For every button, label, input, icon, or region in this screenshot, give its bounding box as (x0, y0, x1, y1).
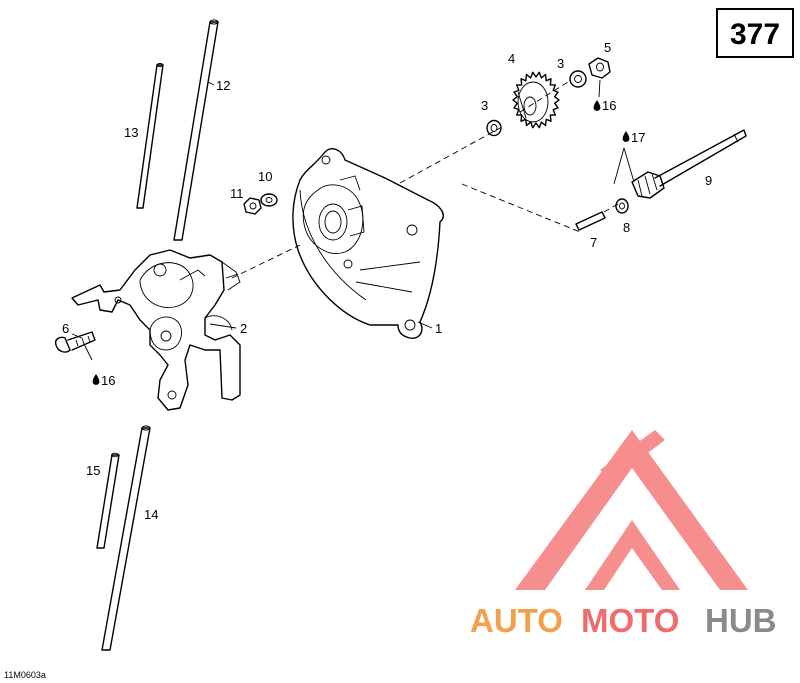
callout-15: 15 (86, 463, 100, 478)
part-2-oil-pump (71, 249, 241, 411)
callout-11: 11 (230, 186, 244, 201)
oil-drop-icon (92, 374, 100, 385)
callout-12: 12 (216, 78, 230, 93)
watermark-wordmark: AUTO MOTO HUB (470, 602, 777, 639)
callout-6: 6 (62, 321, 69, 336)
callout-5: 5 (604, 40, 611, 55)
lubricant-drop-16a: 16 (593, 98, 616, 113)
part-1-cover-plate (292, 148, 444, 339)
part-15-tube (96, 452, 120, 549)
lubricant-drop-17: 17 (622, 130, 645, 145)
reference-code: 11M0603a (4, 670, 46, 680)
callout-9: 9 (705, 173, 712, 188)
part-8-washer (615, 198, 629, 214)
part-14-tube (101, 425, 151, 651)
lubricant-drop-16b: 16 (92, 373, 115, 388)
callout-13: 13 (124, 125, 138, 140)
lube-label-16b: 16 (101, 373, 115, 388)
callout-14: 14 (144, 507, 158, 522)
callout-7: 7 (590, 235, 597, 250)
part-9-shaft (631, 129, 747, 199)
assembly-guide-lines (231, 81, 619, 279)
callout-1: 1 (435, 321, 442, 336)
callout-10: 10 (258, 169, 272, 184)
watermark-hub: HUB (705, 602, 777, 639)
part-5-nut (588, 57, 611, 79)
watermark-triangle-outer (515, 430, 748, 590)
part-7-pin (575, 211, 606, 231)
callout-3b: 3 (557, 56, 564, 71)
page-number-box (716, 8, 794, 58)
oil-drop-icon (593, 100, 601, 111)
part-3-washer-b (569, 70, 587, 88)
watermark-moto: MOTO (581, 602, 679, 639)
part-13-tube (136, 63, 164, 209)
leader-lines (71, 79, 635, 361)
part-3-washer-a (486, 119, 502, 137)
callout-4: 4 (508, 51, 515, 66)
watermark-stroke (600, 430, 665, 480)
oil-drop-icon (622, 131, 630, 142)
lube-label-16a: 16 (602, 98, 616, 113)
part-12-tube (173, 19, 219, 241)
callout-8: 8 (623, 220, 630, 235)
callout-2: 2 (240, 321, 247, 336)
watermark-logo (515, 430, 748, 590)
watermark-auto: AUTO (470, 602, 563, 639)
part-4-gear (512, 71, 560, 129)
page-number: 377 (730, 18, 780, 51)
page-number-badge: 377 (716, 8, 794, 58)
part-6-bolt (54, 331, 96, 353)
part-11-nut (243, 197, 262, 215)
watermark-triangle-inner (585, 520, 680, 590)
lube-label-17: 17 (631, 130, 645, 145)
callout-3a: 3 (481, 98, 488, 113)
part-10-washer (260, 193, 278, 207)
